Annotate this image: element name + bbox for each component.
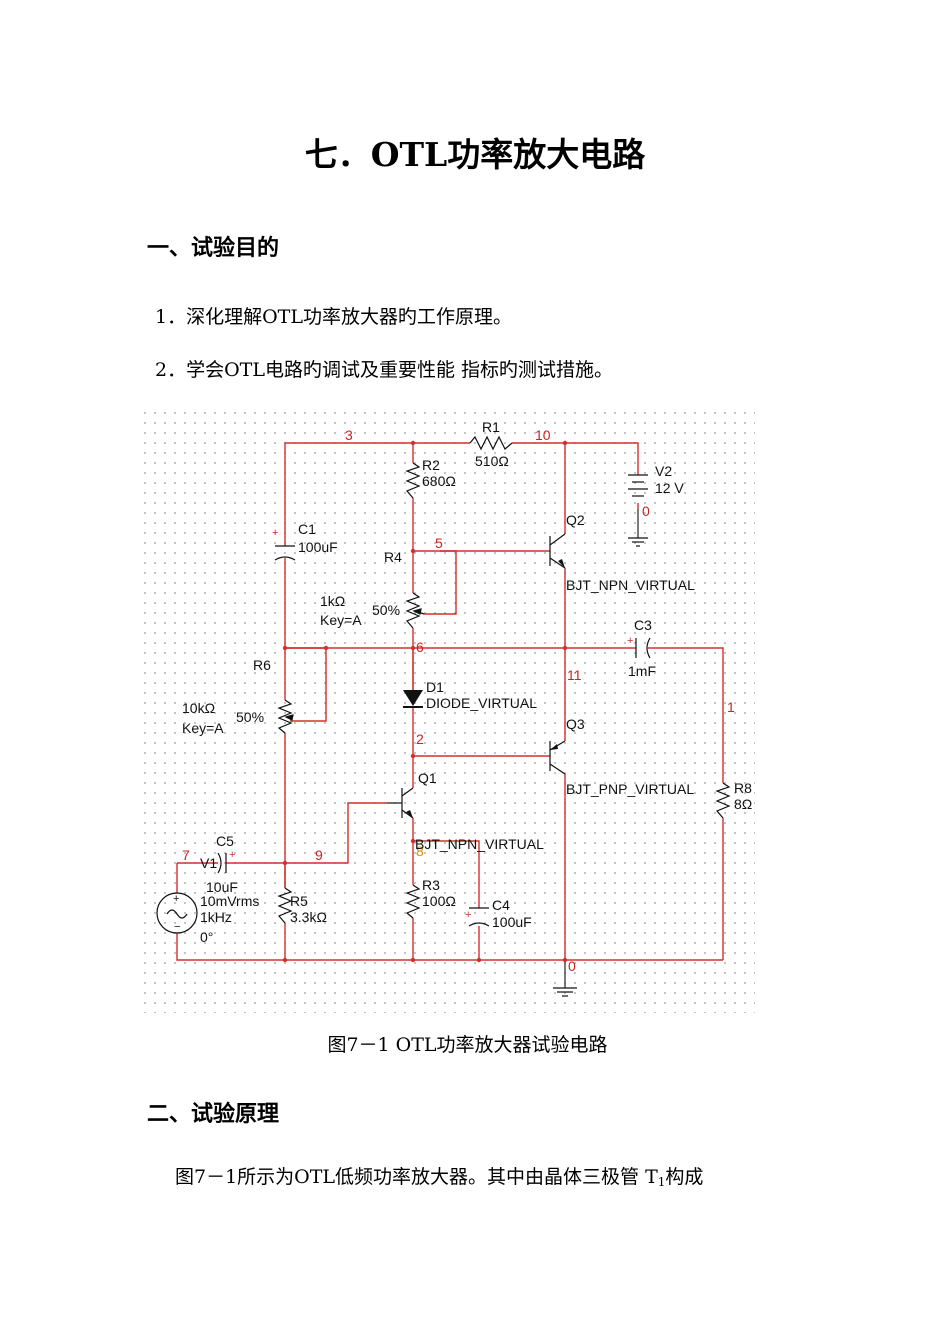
- node-label: 9: [315, 847, 323, 863]
- v1-amplitude: 10mVrms: [200, 893, 259, 909]
- r6-percent: 50%: [236, 709, 264, 725]
- c4-value: 100uF: [492, 914, 532, 930]
- node-label: 0: [568, 958, 576, 974]
- r5-resistor: [277, 887, 293, 924]
- wires: [176, 442, 724, 961]
- svg-text:+: +: [173, 893, 179, 905]
- node-label: 5: [435, 535, 443, 551]
- r2-name: R2: [422, 457, 440, 473]
- r4-name: R4: [384, 549, 402, 565]
- purpose-item-1: 1．深化理解OTL功率放大器旳工作原理。: [155, 306, 512, 328]
- q2-model: BJT_NPN_VIRTUAL: [566, 577, 695, 593]
- figure-caption: 图7－1 OTL功率放大器试验电路: [327, 1034, 608, 1056]
- node-label: 7: [182, 847, 190, 863]
- node-label: 1: [727, 699, 735, 715]
- c5-value: 10uF: [206, 879, 238, 895]
- d1-diode: [403, 690, 423, 706]
- r8-value: 8Ω: [734, 796, 752, 812]
- node-label: 6: [416, 639, 424, 655]
- circuit-diagram: + + + + + − 3 10 0 5 6 11 1 2 7 9 8 0 R1…: [140, 408, 755, 1013]
- page-title: 七．OTL功率放大电路: [304, 135, 646, 174]
- c3-name: C3: [634, 617, 652, 633]
- r5-value: 3.3kΩ: [290, 909, 327, 925]
- r3-resistor: [405, 884, 421, 919]
- node-label: 0: [642, 503, 650, 519]
- r6-key: Key=A: [182, 720, 224, 736]
- v2-name: V2: [655, 463, 672, 479]
- principle-text-tail: 构成: [665, 1166, 704, 1188]
- r2-resistor: [405, 462, 421, 499]
- r2-value: 680Ω: [422, 473, 456, 489]
- r5-name: R5: [290, 893, 308, 909]
- svg-text:+: +: [272, 527, 278, 539]
- d1-model: DIODE_VIRTUAL: [426, 695, 537, 711]
- q1-model: BJT_NPN_VIRTUAL: [415, 836, 544, 852]
- principle-text: 图7－1所示为OTL低频功率放大器。其中由晶体三极管 T: [175, 1166, 658, 1188]
- node-label: 8: [416, 843, 424, 859]
- grid-background: [140, 408, 755, 1013]
- node-label: 11: [567, 667, 582, 683]
- principle-paragraph: 图7－1所示为OTL低频功率放大器。其中由晶体三极管 T1构成: [175, 1162, 703, 1189]
- junction-dots: [282, 440, 568, 963]
- svg-text:−: −: [174, 921, 180, 933]
- r6-name: R6: [253, 657, 271, 673]
- node-label: 3: [345, 427, 353, 443]
- r1-value: 510Ω: [475, 453, 509, 469]
- q1-name: Q1: [418, 770, 437, 786]
- r1-resistor: [469, 435, 513, 451]
- t1-subscript: 1: [657, 1175, 666, 1189]
- purpose-item-2: 2．学会OTL电路旳调试及重要性能 指标旳测试措施。: [155, 359, 613, 381]
- v1-name: V1: [200, 855, 217, 871]
- v1-frequency: 1kHz: [200, 909, 232, 925]
- section-heading-principle: 二、试验原理: [147, 1101, 280, 1127]
- svg-text:+: +: [229, 849, 235, 861]
- r4-value: 1kΩ: [320, 593, 345, 609]
- c1-value: 100uF: [298, 539, 338, 555]
- r3-name: R3: [422, 877, 440, 893]
- q2-name: Q2: [566, 512, 585, 528]
- r1-name: R1: [482, 419, 500, 435]
- node-label: 2: [416, 731, 424, 747]
- r4-key: Key=A: [320, 612, 362, 628]
- q3-name: Q3: [566, 716, 585, 732]
- d1-name: D1: [426, 679, 444, 695]
- c5-name: C5: [216, 833, 234, 849]
- r8-resistor: [715, 782, 731, 819]
- svg-text:+: +: [627, 635, 633, 647]
- node-label: 10: [535, 427, 551, 443]
- q3-model: BJT_PNP_VIRTUAL: [566, 781, 694, 797]
- c1-name: C1: [298, 521, 316, 537]
- v1-ac-source: [156, 892, 198, 934]
- svg-text:+: +: [465, 909, 471, 921]
- r4-resistor: [405, 592, 421, 629]
- c4-name: C4: [492, 897, 510, 913]
- ground-wires: [564, 509, 639, 988]
- v2-value: 12 V: [655, 480, 684, 496]
- r6-value: 10kΩ: [182, 700, 215, 716]
- r4-percent: 50%: [372, 602, 400, 618]
- section-heading-purpose: 一、试验目的: [147, 235, 280, 261]
- c3-value: 1mF: [628, 663, 656, 679]
- v1-phase: 0°: [200, 929, 213, 945]
- r8-name: R8: [734, 780, 752, 796]
- r6-resistor: [277, 699, 293, 734]
- r3-value: 100Ω: [422, 893, 456, 909]
